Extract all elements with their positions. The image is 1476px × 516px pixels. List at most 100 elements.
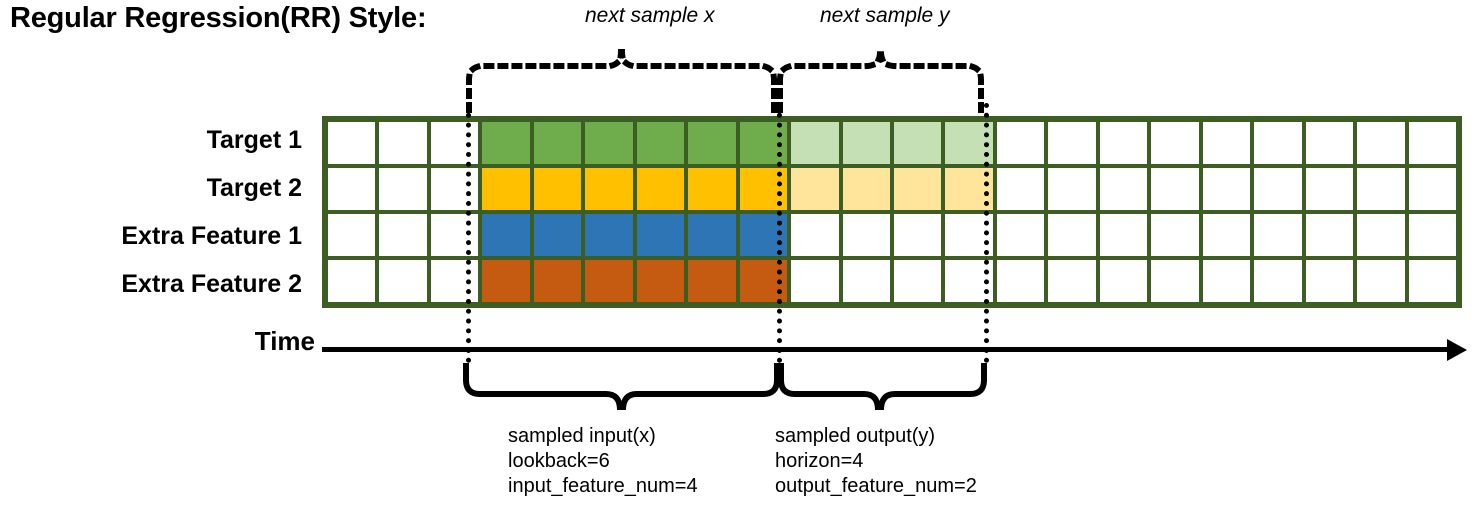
grid-cell-r4-c18-empty [1200,258,1253,304]
grid-cell-r2-c15-empty [1046,166,1098,212]
grid-cell-r2-c4-input [480,166,532,212]
grid-cell-r2-c20-empty [1303,166,1356,212]
timeseries-grid [322,116,1462,308]
grid-cell-r2-c14-empty [994,166,1047,212]
annotation-next-sample-y: next sample y [820,4,950,27]
row-label-extra-feature-1: Extra Feature 1 [121,221,302,250]
grid-cell-r2-c12-output [891,166,944,212]
grid-cell-r2-c11-output [840,166,892,212]
grid-cell-r3-c17-empty [1149,212,1201,258]
grid-cell-r4-c11-output [840,258,892,304]
grid-cell-r1-c3-empty [428,120,481,166]
grid-cell-r2-c10-output [789,166,841,212]
grid-cell-r3-c10-output [789,212,841,258]
time-axis-arrow-icon [1447,339,1467,361]
grid-cell-r3-c20-empty [1303,212,1356,258]
grid-cell-r3-c12-output [891,212,944,258]
grid-cell-r3-c8-input [686,212,738,258]
time-axis-line [322,347,1452,352]
grid-cell-r4-c2-empty [377,258,429,304]
grid-cell-r3-c6-input [583,212,635,258]
grid-cell-r4-c8-input [686,258,738,304]
row-label-target-2: Target 2 [206,173,302,202]
grid-row-3 [326,212,1458,258]
top-brace-x [466,48,777,113]
grid-cell-r3-c4-input [480,212,532,258]
guide-input-start [466,103,471,363]
sampled-input-line-2: lookback=6 [508,450,610,472]
grid-cell-r2-c1-empty [326,166,378,212]
grid-cell-r1-c21-empty [1355,120,1407,166]
grid-cell-r1-c10-output [789,120,841,166]
grid-cell-r1-c22-empty [1406,120,1458,166]
grid-cell-r4-c1-empty [326,258,378,304]
grid-cell-r4-c21-empty [1355,258,1407,304]
grid-row-4 [326,258,1458,304]
grid-cell-r1-c4-input [480,120,532,166]
grid-row-1 [326,120,1458,166]
grid-cell-r4-c4-input [480,258,532,304]
grid-cell-r4-c20-empty [1303,258,1356,304]
grid-cell-r4-c7-input [634,258,687,304]
grid-cell-r4-c12-output [891,258,944,304]
grid-cell-r4-c5-input [531,258,584,304]
grid-cell-r3-c7-input [634,212,687,258]
grid-cell-r3-c3-empty [428,212,481,258]
grid-cell-r1-c6-input [583,120,635,166]
grid-cell-r2-c2-empty [377,166,429,212]
grid-cell-r4-c6-input [583,258,635,304]
grid-cell-r3-c19-empty [1252,212,1304,258]
grid-cell-r1-c12-output [891,120,944,166]
page-title: Regular Regression(RR) Style: [10,2,427,34]
grid-cell-r4-c3-empty [428,258,481,304]
grid-cell-r4-c15-empty [1046,258,1098,304]
grid-cell-r1-c1-empty [326,120,378,166]
grid-cell-r2-c7-input [634,166,687,212]
annotation-next-sample-x: next sample x [585,4,715,27]
sampled-input-line-3: input_feature_num=4 [508,475,698,497]
sampled-input-line-1: sampled input(x) [508,425,656,447]
row-label-target-1: Target 1 [206,125,302,154]
sampled-output-line-3: output_feature_num=2 [775,475,977,497]
grid-cell-r4-c17-empty [1149,258,1201,304]
grid-cell-r1-c7-input [634,120,687,166]
grid-row-2 [326,166,1458,212]
grid-cell-r1-c19-empty [1252,120,1304,166]
grid-cell-r2-c22-empty [1406,166,1458,212]
grid-cell-r1-c18-empty [1200,120,1253,166]
grid-cell-r4-c10-output [789,258,841,304]
grid-cell-r2-c16-empty [1097,166,1150,212]
grid-cell-r3-c15-empty [1046,212,1098,258]
grid-cell-r1-c20-empty [1303,120,1356,166]
grid-cell-r1-c14-empty [994,120,1047,166]
grid-cell-r1-c15-empty [1046,120,1098,166]
top-brace-y [777,48,984,113]
grid-cell-r3-c2-empty [377,212,429,258]
sampled-output-line-2: horizon=4 [775,450,864,472]
grid-cell-r3-c22-empty [1406,212,1458,258]
grid-cell-r2-c6-input [583,166,635,212]
grid-cell-r3-c16-empty [1097,212,1150,258]
grid-cell-r4-c19-empty [1252,258,1304,304]
grid-cell-r2-c18-empty [1200,166,1253,212]
grid-cell-r1-c2-empty [377,120,429,166]
grid-cell-r2-c19-empty [1252,166,1304,212]
guide-input-end [777,103,782,363]
time-axis-label: Time [254,326,315,356]
bottom-brace-output [778,363,987,411]
annotation-sampled-input: sampled input(x) lookback=6 input_featur… [508,424,698,499]
guide-output-end [984,103,989,363]
annotation-sampled-output: sampled output(y) horizon=4 output_featu… [775,424,977,499]
grid-cell-r4-c14-empty [994,258,1047,304]
grid-cell-r2-c8-input [686,166,738,212]
grid-cell-r3-c5-input [531,212,584,258]
bottom-brace-input [463,363,780,411]
grid-cell-r2-c17-empty [1149,166,1201,212]
grid-cell-r1-c16-empty [1097,120,1150,166]
row-label-extra-feature-2: Extra Feature 2 [121,269,302,298]
grid-cell-r1-c17-empty [1149,120,1201,166]
grid-cell-r3-c14-empty [994,212,1047,258]
grid-cell-r3-c21-empty [1355,212,1407,258]
grid-cell-r1-c5-input [531,120,584,166]
grid-cell-r2-c3-empty [428,166,481,212]
